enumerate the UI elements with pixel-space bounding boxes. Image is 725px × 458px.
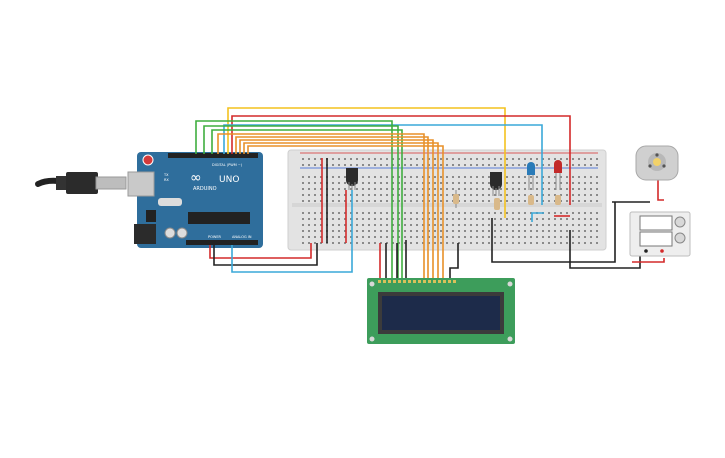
resistor-3[interactable] [528,195,534,205]
red-led[interactable] [554,160,562,205]
arduino-model-label: UNO [219,175,239,185]
wire-orange-2[interactable] [235,136,429,278]
usb-port [127,171,155,197]
wire-battery-neg[interactable] [569,230,641,269]
wire-battery-pos[interactable] [632,258,665,263]
resistor-1[interactable] [453,190,459,208]
capacitor-1 [164,227,176,239]
wire-led-blue-gnd[interactable] [531,212,544,222]
wire-5v[interactable] [209,243,312,259]
digital-header [168,153,258,158]
arduino-brand-label: ARDUINO [193,186,217,192]
wires-bottom [209,158,665,278]
reset-button[interactable] [142,154,154,166]
wire-lcd-k[interactable] [449,243,459,278]
power-jack [134,224,156,244]
power-label: POWER [208,235,222,239]
battery-pack[interactable] [629,211,691,257]
lcd-screen [382,296,500,330]
regulator [146,210,156,222]
dc-motor[interactable] [635,145,679,181]
wire-orange-4[interactable] [243,142,439,278]
wires-top [195,107,571,278]
wire-orange-5[interactable] [247,145,444,278]
breadboard[interactable] [287,149,607,251]
arduino-uno-board[interactable]: ∞ UNO ARDUINO DIGITAL (PWM ~) POWER ANAL… [127,152,263,248]
temperature-sensor[interactable] [346,168,358,190]
lcd-display[interactable] [367,278,515,344]
tx-led-label: TX [163,173,169,177]
usb-cable[interactable] [35,172,127,194]
power-header [186,240,258,245]
wire-red-motor[interactable] [231,115,571,205]
analog-label: ANALOG IN [232,235,252,239]
crystal [158,198,182,206]
wire-orange-1[interactable] [217,133,425,278]
rx-led-label: RX [164,178,169,182]
atmega-chip [188,212,250,224]
wire-motor-pos[interactable] [657,178,664,201]
wire-analog-sensor[interactable] [231,190,353,273]
wire-yellow[interactable] [227,107,506,218]
wire-green-2[interactable] [203,125,399,278]
lcd-pin-header [378,280,456,283]
arduino-logo: ∞ [190,170,202,186]
wire-orange-3[interactable] [239,139,434,278]
wire-gnd[interactable] [213,243,318,266]
npn-transistor[interactable] [490,172,502,210]
wire-green-1[interactable] [195,120,393,278]
resistor-2[interactable] [494,198,500,210]
digital-label: DIGITAL (PWM ~) [212,163,243,167]
resistor-4[interactable] [555,195,561,205]
capacitor-2 [176,227,188,239]
wire-transistor-emitter[interactable] [491,202,616,263]
blue-led[interactable] [527,162,535,205]
wire-green-3[interactable] [211,129,403,278]
wire-blue-led[interactable] [223,124,543,205]
